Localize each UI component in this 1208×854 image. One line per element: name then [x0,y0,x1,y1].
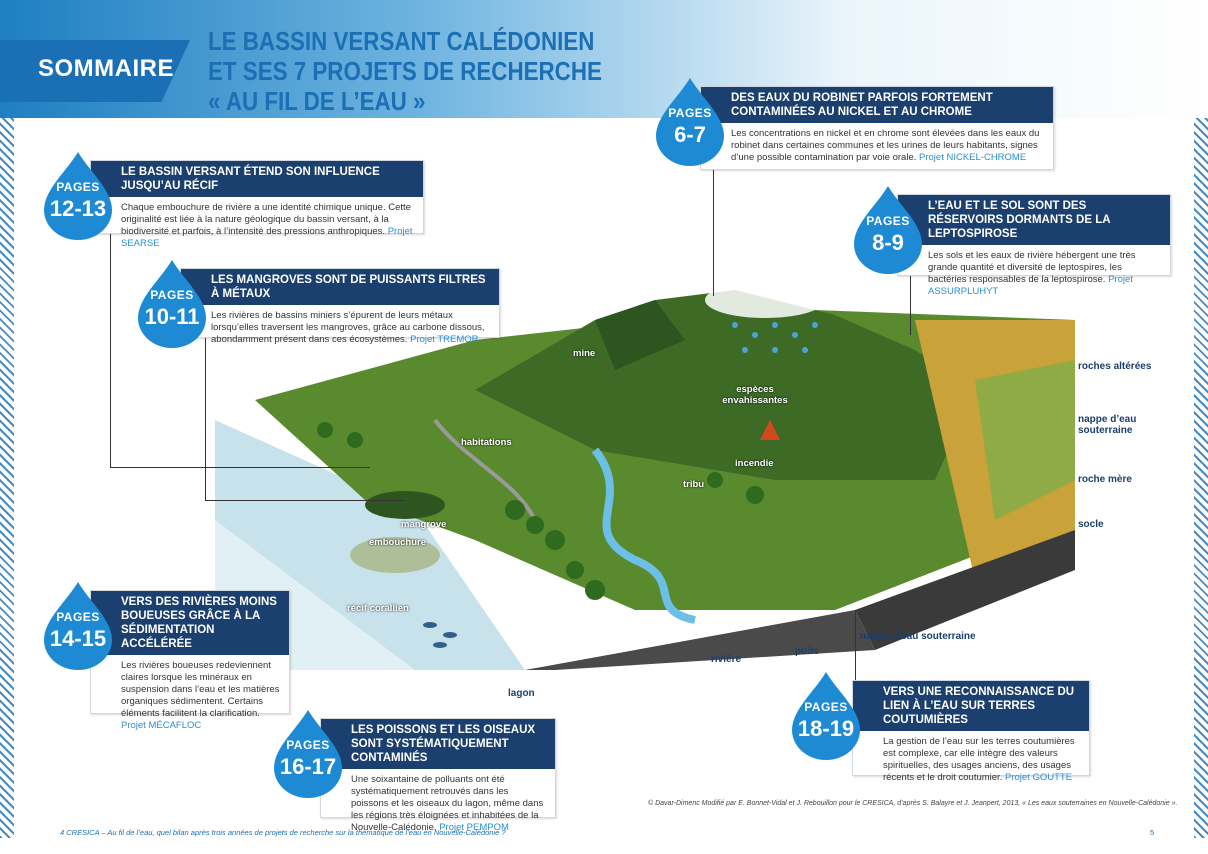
card-title: VERS UNE RECONNAISSANCE DU LIEN À L’EAU … [853,681,1089,731]
label-incendie: incendie [735,458,774,469]
card-text: La gestion de l’eau sur les terres coutu… [883,736,1075,783]
label-riviere: rivière [711,654,742,665]
label-tribu: tribu [683,479,705,490]
mountain-range [475,290,975,480]
project-link[interactable]: Projet ASSURPLUHYT [928,274,1133,297]
project-link[interactable]: Projet MÉCAFLOC [121,720,202,731]
left-border-pattern [0,118,14,838]
pages-label: PAGES [56,180,100,194]
section-tab [0,40,190,102]
rain-cloud [705,282,825,318]
leader-line [910,275,911,335]
label-habitations: habitations [461,437,512,448]
river [591,447,696,624]
summary-card: LES POISSONS ET LES OISEAUX SONT SYSTÉMA… [320,718,556,833]
pages-drop-badge: PAGES 8-9 [850,184,926,276]
card-text: Les concentrations en nickel et en chrom… [731,128,1040,163]
summary-card: LES MANGROVES SONT DE PUISSANTS FILTRES … [180,268,500,345]
card-title: DES EAUX DU ROBINET PARFOIS FORTEMENT CO… [701,87,1053,123]
pages-number: 6-7 [674,122,706,147]
card-text: Les rivières boueuses redeviennent clair… [121,660,280,719]
label-especes: espèces envahissantes [722,384,788,406]
project-link[interactable]: Projet TREMOR [410,334,479,345]
card-text: Chaque embouchure de rivière a une ident… [121,202,411,237]
section-label: SOMMAIRE [38,55,174,82]
label-socle: socle [1078,519,1104,530]
embouchure-area [350,537,440,573]
pages-number: 18-19 [797,716,855,741]
label-roche-mere: roche mère [1078,474,1132,485]
summary-card: VERS DES RIVIÈRES MOINS BOUEUSES GRÂCE À… [90,590,290,731]
pages-number: 8-9 [872,230,904,255]
summary-card: L’EAU ET LE SOL SONT DES RÉSERVOIRS DORM… [897,194,1171,297]
pages-drop-badge: PAGES 10-11 [134,258,210,350]
label-lagon: lagon [508,688,535,699]
title-line-1: LE BASSIN VERSANT CALÉDONIEN [208,26,595,56]
rain-drops [732,322,818,353]
groundwater-layer [975,360,1075,520]
pages-drop-badge: PAGES 14-15 [40,580,116,672]
pages-drop-badge: PAGES 6-7 [652,76,728,168]
pages-drop-badge: PAGES 16-17 [270,708,346,800]
label-nappe-bottom: nappe d’eau souterraine [860,631,976,642]
tree-clusters [317,422,764,600]
page-title: LE BASSIN VERSANT CALÉDONIEN ET SES 7 PR… [208,26,602,116]
label-mine: mine [573,348,596,359]
pages-label: PAGES [804,700,848,714]
pages-drop-badge: PAGES 18-19 [788,670,864,762]
pages-label: PAGES [56,610,100,624]
card-title: LES MANGROVES SONT DE PUISSANTS FILTRES … [181,269,499,305]
label-mangrove: mangrove [401,519,447,530]
image-credit: © Davar-Dimenc Modifié par E. Bonnet-Vid… [648,800,1178,807]
right-border-pattern [1194,118,1208,838]
leader-line [110,233,111,468]
card-title: L’EAU ET LE SOL SONT DES RÉSERVOIRS DORM… [898,195,1170,245]
label-recif: récif corallien [347,603,409,614]
pages-number: 10-11 [144,304,200,329]
project-link[interactable]: Projet PEMPOM [439,822,509,833]
pages-label: PAGES [150,288,194,302]
project-link[interactable]: Projet SEARSE [121,226,413,249]
project-link[interactable]: Projet NICKEL-CHROME [919,152,1027,163]
pages-label: PAGES [866,214,910,228]
pages-number: 14-15 [49,626,107,651]
fish-icons [423,622,457,648]
summary-card: VERS UNE RECONNAISSANCE DU LIEN À L’EAU … [852,680,1090,783]
footer-page-number: 5 [1150,828,1155,837]
watershed-illustration [215,282,1075,670]
label-puits: puits [795,646,819,657]
bedrock-layer [855,530,1075,650]
card-text: Les rivières de bassins miniers s’épuren… [211,310,485,345]
footer-left: 4 CRESICA – Au fil de l’eau, quel bilan … [60,828,506,837]
leader-line [855,610,856,685]
label-nappe-side: nappe d’eau souterraine [1078,414,1137,436]
card-title: VERS DES RIVIÈRES MOINS BOUEUSES GRÂCE À… [91,591,289,655]
card-text: Une soixantaine de polluants ont été sys… [351,774,544,833]
leader-line [205,331,206,501]
card-title: LE BASSIN VERSANT ÉTEND SON INFLUENCE JU… [91,161,423,197]
leader-line [110,467,370,468]
mangrove-area [365,491,445,519]
title-line-3: « AU FIL DE L’EAU » [208,86,426,116]
card-title: LES POISSONS ET LES OISEAUX SONT SYSTÉMA… [321,719,555,769]
card-text: Les sols et les eaux de rivière hébergen… [928,250,1136,285]
label-embouchure: embouchure [369,537,427,548]
summary-card: LE BASSIN VERSANT ÉTEND SON INFLUENCE JU… [90,160,424,249]
leader-line [713,168,714,296]
project-link[interactable]: Projet GOUTTE [1004,772,1073,783]
summary-card: DES EAUX DU ROBINET PARFOIS FORTEMENT CO… [700,86,1054,170]
label-roches: roches altérées [1078,361,1152,372]
pages-number: 12-13 [49,196,107,221]
pages-drop-badge: PAGES 12-13 [40,150,116,242]
pages-number: 16-17 [279,754,337,779]
leader-line [205,500,405,501]
road [433,418,537,521]
pages-label: PAGES [668,106,712,120]
fire-icon [760,420,780,440]
base-layer [525,610,875,670]
title-line-2: ET SES 7 PROJETS DE RECHERCHE [208,56,602,86]
pages-label: PAGES [286,738,330,752]
